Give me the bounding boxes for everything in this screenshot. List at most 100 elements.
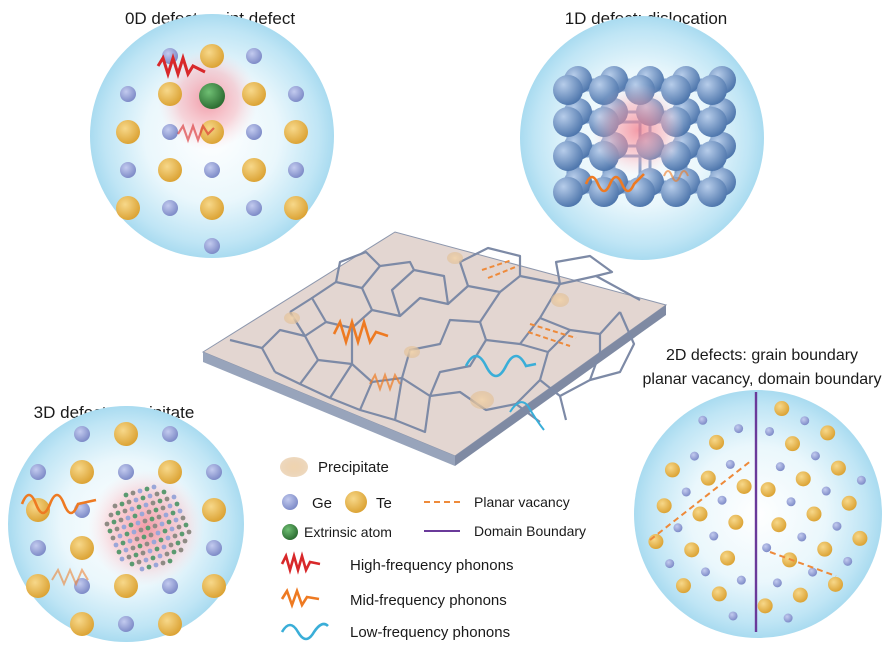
panel-1d-dislocation: 1D defect: dislocation — [520, 9, 764, 260]
ge-atom — [821, 486, 831, 496]
precipitate-atom — [107, 528, 113, 534]
te-atom — [202, 574, 226, 598]
te-atom — [70, 536, 94, 560]
ge-atom — [74, 426, 90, 442]
te-atom — [774, 401, 790, 417]
te-atom — [26, 574, 50, 598]
ge-atom — [775, 462, 785, 472]
te-atom — [242, 158, 266, 182]
precipitate-atom — [175, 540, 181, 546]
ge-atom — [120, 86, 136, 102]
precipitate-atom — [144, 486, 150, 492]
ge-atom — [800, 416, 810, 426]
sheet-mid-frequency-phonon-scattered-icon — [369, 372, 401, 392]
extrinsic-atom — [199, 83, 225, 109]
precipitate-atom — [123, 547, 129, 553]
precipitate-atom — [104, 521, 110, 527]
lattice-sphere — [553, 177, 583, 207]
precipitate-atom — [180, 515, 186, 521]
precipitate-atom — [127, 538, 133, 544]
precipitate-atom — [167, 558, 173, 564]
te-atom — [158, 612, 182, 636]
ge-atom — [246, 200, 262, 216]
precipitate-atom — [158, 537, 164, 543]
precipitate-atom — [143, 557, 149, 563]
ge-atom — [246, 124, 262, 140]
legend-planar-vacancy: Planar vacancy — [474, 494, 570, 510]
panel-2d-title-line2: planar vacancy, domain boundary — [643, 371, 882, 388]
precipitate-atom — [179, 531, 185, 537]
ge-atom — [204, 238, 220, 254]
ge-atom — [665, 559, 675, 569]
precipitate-atom — [172, 533, 178, 539]
sheet-planar-vacancies — [481, 259, 577, 347]
te-atom — [202, 498, 226, 522]
ge-atom — [734, 424, 744, 434]
te-atom — [116, 120, 140, 144]
precipitate-atom — [117, 533, 123, 539]
ge-atom — [725, 459, 735, 469]
precipitate-atom — [160, 505, 166, 511]
precipitate-atom — [129, 506, 135, 512]
te-atom — [675, 578, 691, 594]
precipitate-atom — [174, 501, 180, 507]
precipitate-atom — [176, 524, 182, 530]
te-atom — [852, 530, 868, 546]
ge-atom — [856, 475, 866, 485]
ge-atom — [681, 487, 691, 497]
ge-atom — [698, 415, 708, 425]
precipitate-atom — [112, 503, 118, 509]
precipitate-atom — [169, 526, 175, 532]
te-atom — [830, 460, 846, 476]
te-atom — [700, 470, 716, 486]
precipitate-atom — [108, 512, 114, 518]
precipitate-atom — [136, 504, 142, 510]
mid-frequency-phonon-scattered-icon — [663, 170, 689, 182]
lattice-sphere — [553, 107, 583, 137]
te-atom — [784, 436, 800, 452]
precipitate-atom — [150, 555, 156, 561]
mid-frequency-phonon-icon — [280, 587, 320, 609]
legend-ge: Ge — [312, 495, 332, 512]
precipitate-atom — [151, 539, 157, 545]
precipitate-atom — [126, 499, 132, 505]
lattice-sphere — [553, 75, 583, 105]
mid-frequency-phonon-scattered-icon — [51, 567, 89, 587]
planar-vacancy-line — [649, 459, 753, 541]
te-atom — [656, 498, 672, 514]
precipitate-atom — [119, 501, 125, 507]
ge-atom — [783, 613, 793, 623]
ge-atom — [162, 124, 178, 140]
legend-low-frequency: Low-frequency phonons — [350, 624, 510, 641]
precipitate-atom — [139, 566, 145, 572]
precipitate-atom — [173, 517, 179, 523]
precipitate-atom — [133, 552, 139, 558]
precipitate-atom — [139, 511, 145, 517]
lattice-sphere — [625, 177, 655, 207]
ge-atom — [162, 578, 178, 594]
precipitate-atom — [159, 521, 165, 527]
te-atom — [711, 586, 727, 602]
ge-atom — [206, 540, 222, 556]
precipitate-atom — [136, 559, 142, 565]
precipitate-atom — [129, 561, 135, 567]
precipitate-atom — [150, 500, 156, 506]
ge-atom — [30, 540, 46, 556]
precipitate-atom — [141, 534, 147, 540]
te-atom — [817, 541, 833, 557]
precipitate-atom — [120, 540, 126, 546]
precipitate-atom — [113, 542, 119, 548]
sheet-mid-frequency-phonon-icon — [332, 317, 389, 347]
precipitate-atom — [154, 546, 160, 552]
precipitate-atom — [161, 544, 167, 550]
precipitate-atom — [125, 515, 131, 521]
lattice-sphere — [697, 75, 727, 105]
precipitate-atom — [156, 514, 162, 520]
precipitate-atom — [114, 526, 120, 532]
ge-atom — [797, 532, 807, 542]
legend-high-frequency: High-frequency phonons — [350, 557, 513, 574]
te-atom — [70, 460, 94, 484]
ge-atom — [162, 426, 178, 442]
te-atom — [200, 196, 224, 220]
mid-frequency-phonon-icon — [20, 493, 97, 515]
